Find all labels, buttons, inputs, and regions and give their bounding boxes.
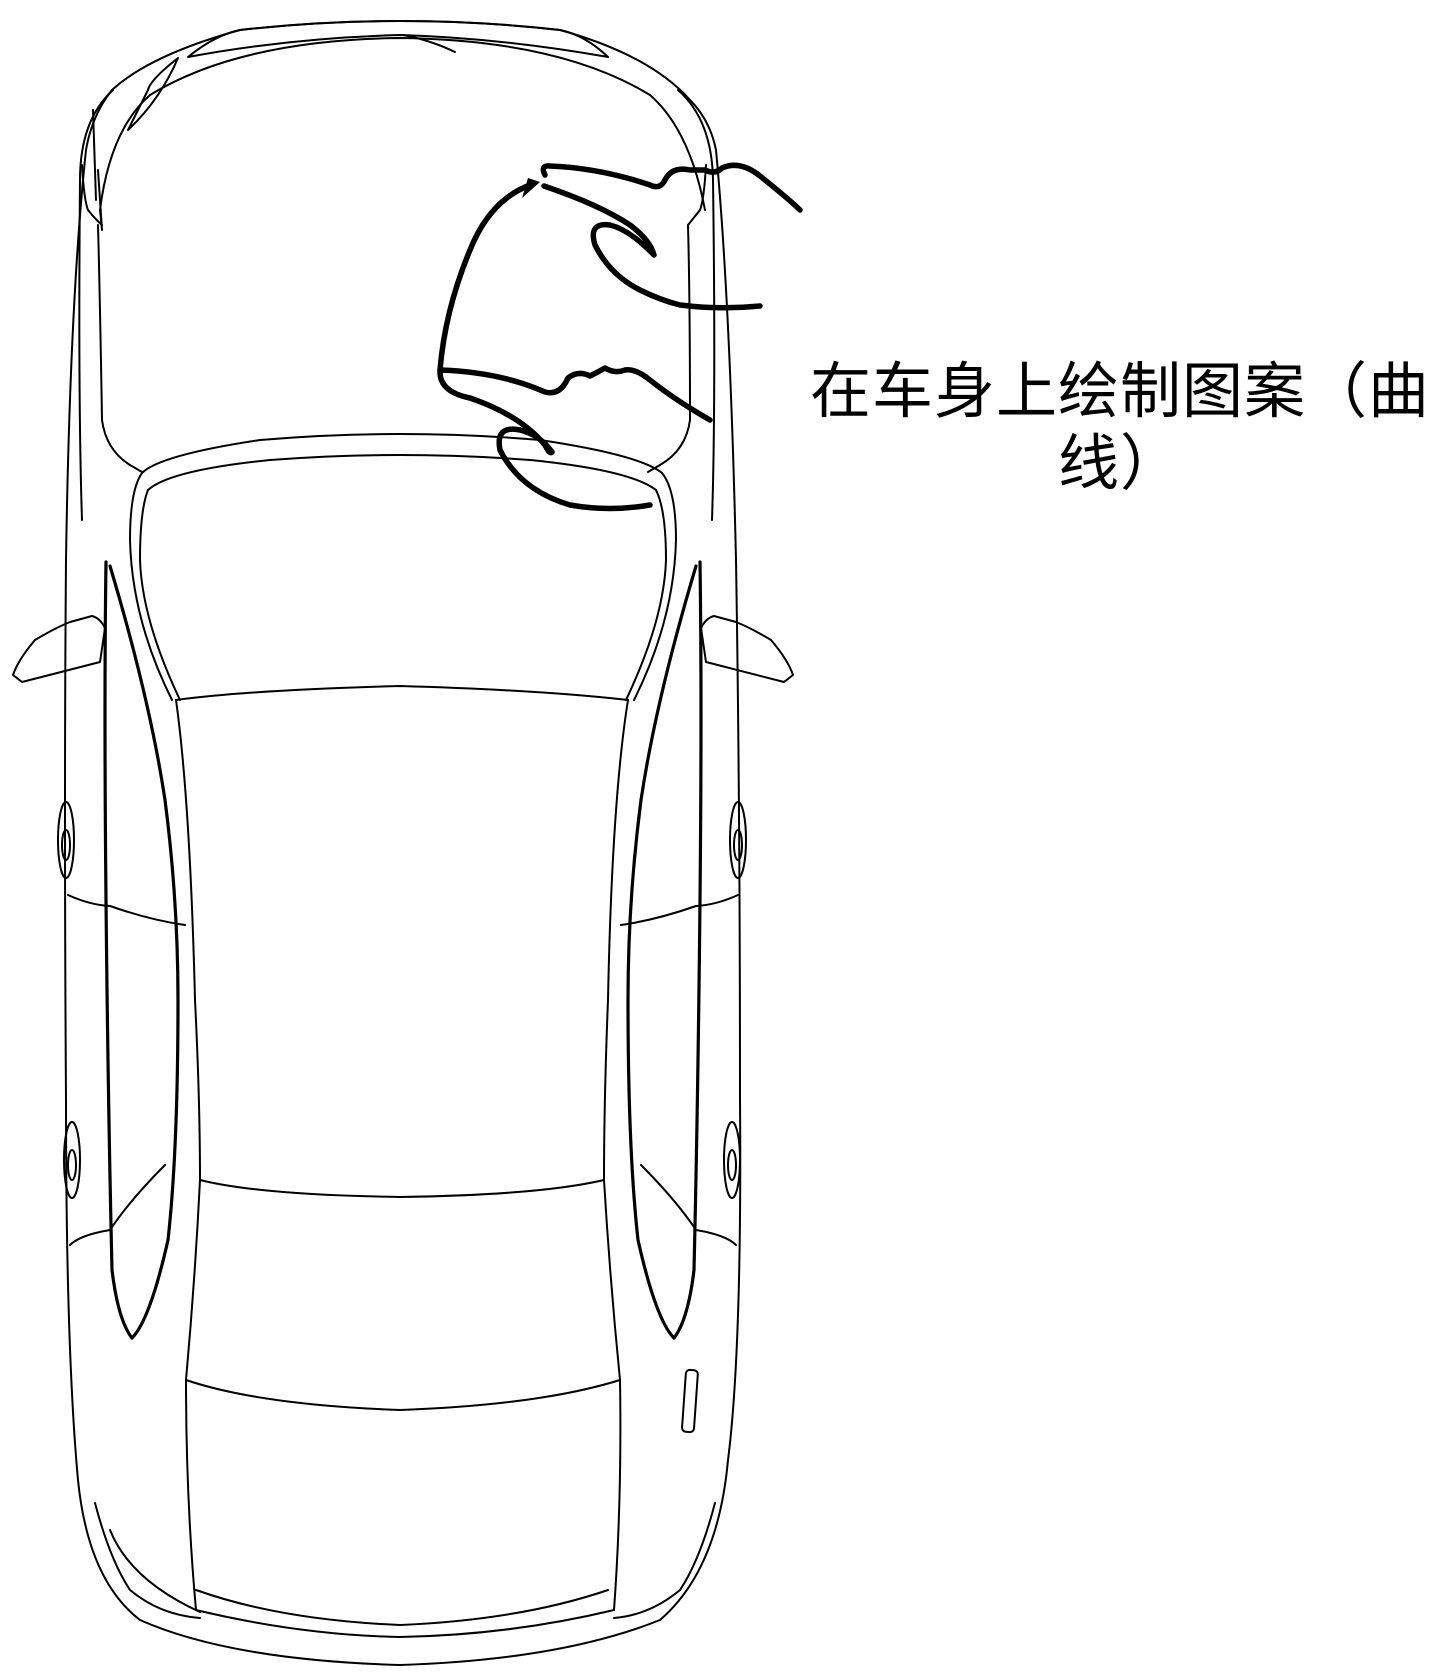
door-handle-rear-right <box>723 1121 741 1199</box>
roof <box>175 685 629 1198</box>
fuel-door <box>681 1368 699 1434</box>
doors <box>67 560 739 1340</box>
caption-line-2: 线） <box>1057 428 1182 499</box>
right-mirror <box>700 615 794 683</box>
arrowhead-icon <box>522 178 540 198</box>
door-handle-front-left <box>57 801 75 879</box>
side-mirrors <box>12 615 794 683</box>
drawn-curve-pattern <box>437 162 803 512</box>
hood <box>78 89 716 521</box>
figure-caption: 在车身上绘制图案（曲 线） <box>790 356 1450 500</box>
car-body-outline <box>64 20 742 1666</box>
door-handle-front-right <box>729 801 747 879</box>
windshield <box>129 433 677 701</box>
left-mirror <box>12 615 106 683</box>
door-handles <box>57 801 747 1199</box>
door-handle-rear-left <box>63 1121 81 1199</box>
caption-line-1: 在车身上绘制图案（曲 <box>809 356 1430 427</box>
rear-window-trunk <box>94 1179 716 1638</box>
